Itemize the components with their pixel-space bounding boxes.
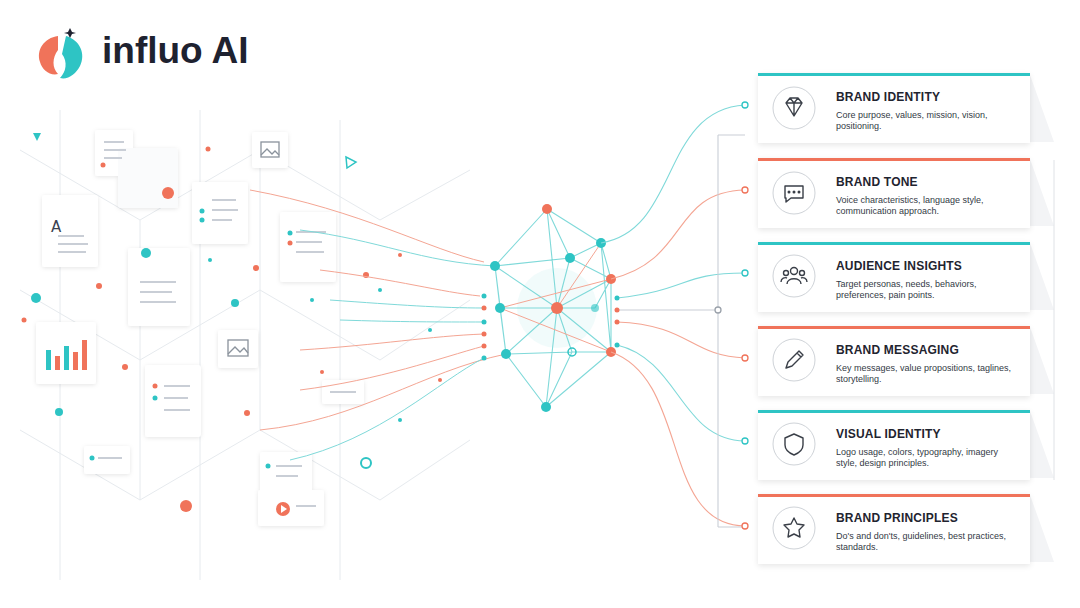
card-body: Logo usage, colors, typography, imagery … <box>836 447 1014 469</box>
doc-letter: A <box>51 218 61 236</box>
card-body: Do's and don'ts, guidelines, best practi… <box>836 531 1014 553</box>
card-heading: AUDIENCE INSIGHTS <box>836 259 1014 273</box>
card-body: Core purpose, values, mission, vision, p… <box>836 110 1014 132</box>
category-card: BRAND MESSAGING Key messages, value propo… <box>758 326 1030 396</box>
card-heading: BRAND MESSAGING <box>836 343 1014 357</box>
card-body: Key messages, value propositions, taglin… <box>836 363 1014 385</box>
logo-icon <box>39 28 82 78</box>
category-card: BRAND PRINCIPLES Do's and don'ts, guideli… <box>758 494 1030 564</box>
card-heading: BRAND PRINCIPLES <box>836 511 1014 525</box>
category-card: AUDIENCE INSIGHTS Target personas, needs,… <box>758 242 1030 312</box>
card-body: Voice characteristics, language style, c… <box>836 195 1014 217</box>
category-card: BRAND TONE Voice characteristics, languag… <box>758 158 1030 228</box>
card-heading: BRAND IDENTITY <box>836 90 1014 104</box>
card-heading: BRAND TONE <box>836 175 1014 189</box>
category-card: BRAND IDENTITY Core purpose, values, miss… <box>758 73 1030 143</box>
card-heading: VISUAL IDENTITY <box>836 427 1014 441</box>
card-body: Target personas, needs, behaviors, prefe… <box>836 279 1014 301</box>
category-card: VISUAL IDENTITY Logo usage, colors, typog… <box>758 410 1030 480</box>
brand-title: influo AI <box>102 30 249 72</box>
